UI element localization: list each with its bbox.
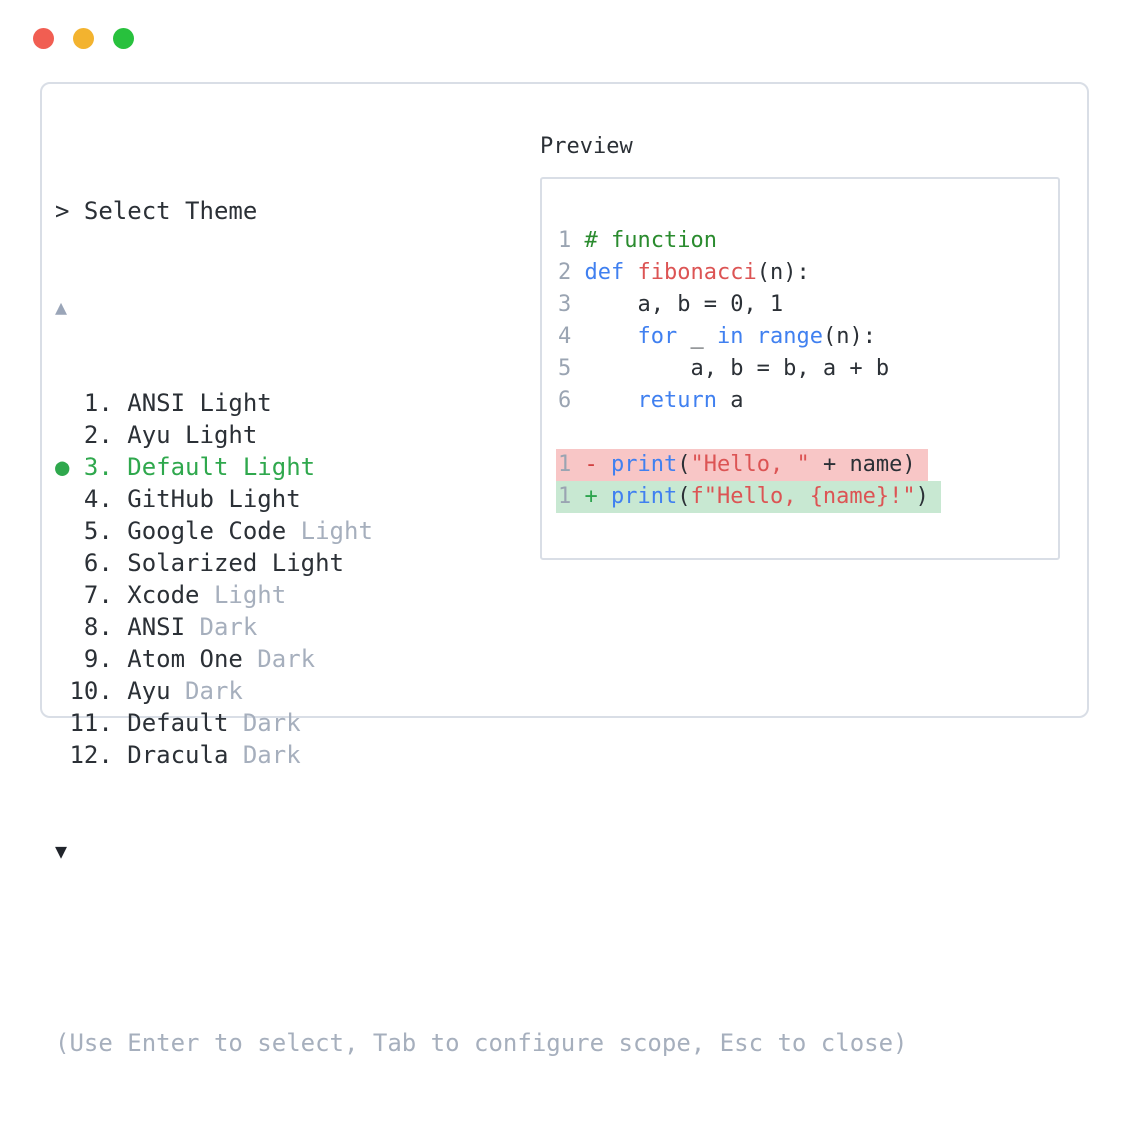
theme-list-item[interactable]: 1. ANSI Light — [55, 387, 908, 419]
scroll-down-icon[interactable]: ▼ — [55, 839, 68, 863]
theme-list-item[interactable]: 2. Ayu Light — [55, 419, 908, 451]
theme-list-item[interactable]: 9. Atom One Dark — [55, 643, 908, 675]
zoom-button[interactable] — [113, 28, 134, 49]
diff-removed-line: 1 - print("Hello, " + name) — [556, 448, 928, 481]
code-line: 1 - print("Hello, " + name) — [556, 448, 1058, 481]
theme-item-text: 10. Ayu — [55, 677, 186, 705]
theme-list-item[interactable]: 8. ANSI Dark — [55, 611, 908, 643]
theme-item-text: 7. Xcode — [55, 581, 214, 609]
code-line: 5 a, b = b, a + b — [558, 355, 890, 381]
close-button[interactable] — [33, 28, 54, 49]
theme-item-text: 11. Default — [55, 709, 243, 737]
spacer — [55, 931, 908, 963]
theme-list-item[interactable]: ● 3. Default Light — [55, 451, 908, 483]
theme-list-item[interactable]: 7. Xcode Light — [55, 579, 908, 611]
code-line: 1 # function — [558, 227, 717, 253]
code-preview: 1 # function 2 def fibonacci(n): 3 a, b = … — [556, 225, 1058, 513]
theme-item-text: 6. Solarized Light — [55, 549, 344, 577]
preview-title: Preview — [540, 134, 633, 159]
diff-added-line: 1 + print(f"Hello, {name}!") — [556, 480, 941, 513]
code-line: 2 def fibonacci(n): — [558, 259, 810, 285]
theme-item-text: 8. ANSI — [55, 613, 200, 641]
preview-box: 1 # function 2 def fibonacci(n): 3 a, b = … — [540, 177, 1060, 560]
theme-item-text: 1. ANSI Light — [55, 389, 272, 417]
theme-item-text: 9. Atom One — [55, 645, 258, 673]
code-line: 4 for _ in range(n): — [558, 323, 876, 349]
code-line: 3 a, b = 0, 1 — [558, 291, 784, 317]
theme-list-item[interactable]: 12. Dracula Dark — [55, 739, 908, 771]
theme-list-item[interactable]: 11. Default Dark — [55, 707, 908, 739]
theme-item-text: Light — [213, 581, 287, 609]
theme-item-text: Light — [300, 517, 373, 545]
theme-list-item[interactable]: 6. Solarized Light — [55, 547, 908, 579]
theme-item-text: Dark — [242, 709, 301, 737]
code-line — [558, 417, 1058, 449]
theme-item-text: 4. GitHub Light — [55, 485, 301, 513]
theme-item-text: 12. Dracula — [55, 741, 243, 769]
code-line: 1 + print(f"Hello, {name}!") — [556, 480, 1058, 513]
theme-list: 1. ANSI Light 2. Ayu Light ● 3. Default L… — [55, 387, 908, 771]
minimize-button[interactable] — [73, 28, 94, 49]
theme-item-text: 2. Ayu Light — [55, 421, 258, 449]
theme-picker-panel: > Select Theme ▲ 1. ANSI Light 2. Ayu Li… — [40, 82, 1089, 1057]
theme-item-text: 5. Google Code — [55, 517, 301, 545]
window-controls — [33, 28, 134, 49]
theme-item-text: Dark — [199, 613, 258, 641]
scroll-up-icon[interactable]: ▲ — [55, 295, 68, 319]
theme-item-text: Dark — [242, 741, 301, 769]
code-line: 6 return a — [558, 387, 744, 413]
theme-list-item[interactable]: 4. GitHub Light — [55, 483, 908, 515]
theme-item-text: Dark — [185, 677, 243, 705]
theme-list-item[interactable]: 10. Ayu Dark — [55, 675, 908, 707]
theme-item-text: Dark — [257, 645, 316, 673]
theme-list-item[interactable]: 5. Google Code Light — [55, 515, 908, 547]
help-text: (Use Enter to select, Tab to configure s… — [55, 1029, 908, 1057]
theme-item-text: ● 3. Default Light — [55, 453, 316, 481]
prompt: > Select Theme — [55, 197, 258, 225]
